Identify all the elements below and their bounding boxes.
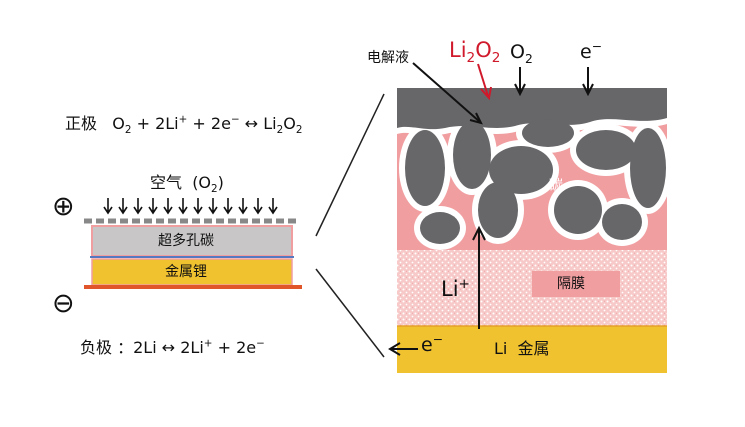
air-label: 空气 (O2) (150, 173, 224, 196)
li2o2-label: Li2O2 (449, 38, 501, 67)
li2o2-arrow (477, 63, 492, 101)
porous-carbon-label: 超多孔碳 (158, 233, 214, 249)
positive-terminal-icon: ⊕ (52, 191, 75, 222)
air-arrows (103, 198, 278, 215)
electron-out-label: e− (421, 332, 444, 356)
li-metal-label: Li 金属 (494, 339, 550, 358)
electron-label: e− (580, 39, 603, 63)
cathode-equation: 正极 O2 + 2Li+ + 2e− ↔ Li2O2 (65, 113, 303, 137)
carbon-label: 碳 (549, 178, 563, 194)
anode-equation: 负极 ：2Li ↔ 2Li+ + 2e− (80, 337, 265, 357)
electrolyte-label: 电解液 (367, 50, 409, 66)
carbon-particles (397, 88, 667, 250)
cathode-label: 正极 (65, 114, 98, 133)
li-ion-label: Li+ (441, 276, 470, 301)
lithium-metal-label: 金属锂 (165, 264, 207, 280)
lithium-metal-region (397, 326, 667, 373)
negative-terminal-icon: ⊖ (52, 288, 75, 319)
zoom-line-top (315, 93, 385, 237)
o2-label: O2 (510, 41, 533, 66)
anode-label: 负极 (80, 338, 113, 357)
zoom-line-bottom (315, 268, 385, 358)
magnified-cell (397, 88, 667, 373)
separator-label: 隔膜 (557, 276, 585, 292)
right-arrows (388, 62, 594, 356)
separator-label-box (532, 271, 620, 297)
lithium-metal-layer (91, 258, 293, 286)
cell-schematic (84, 198, 302, 289)
anode-current-collector (84, 285, 302, 289)
